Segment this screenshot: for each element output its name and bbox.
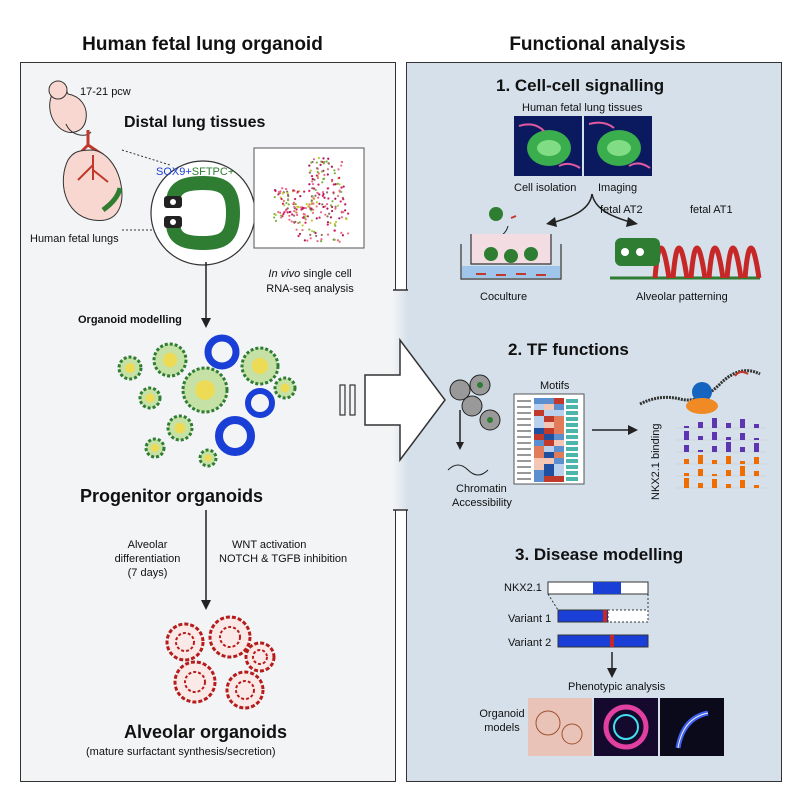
big-arrow-icon — [339, 337, 446, 463]
right-header: Functional analysis — [509, 34, 686, 55]
s3-title: 3. Disease modelling — [515, 545, 684, 564]
distal-title: Distal lung tissues — [124, 114, 266, 131]
dna-tf-icon — [639, 369, 761, 414]
alv-diff-1: Alveolar — [127, 539, 168, 551]
alveolar-title: Alveolar organoids — [124, 722, 288, 742]
s3-phenotypic-label: Phenotypic analysis — [568, 681, 666, 693]
sox9-marker: SOX9+ — [156, 166, 192, 178]
alveolar-organoids-image — [165, 615, 276, 710]
microscopy-images — [514, 116, 652, 176]
rnaseq-label: RNA-seq analysis — [266, 283, 354, 295]
markers-label: SOX9+SFTPC+ — [156, 166, 234, 178]
umap-plot — [253, 147, 365, 249]
s1-isolation-label: Cell isolation — [514, 182, 577, 194]
invivo-rest: single cell — [300, 268, 352, 280]
gene-bars — [547, 581, 649, 648]
organoid-model-images — [528, 698, 724, 756]
arrow-to-binding — [592, 425, 638, 435]
s1-title: 1. Cell-cell signalling — [496, 76, 665, 95]
binding-tracks — [676, 418, 766, 489]
s1-at2-label: fetal AT2 — [600, 204, 643, 216]
organoid-modelling-label: Organoid modelling — [78, 314, 182, 326]
left-header: Human fetal lung organoid — [82, 34, 323, 55]
wnt-label: WNT activation — [232, 539, 307, 551]
s3-gene-label: NKX2.1 — [504, 582, 542, 594]
s2-motifs-label: Motifs — [540, 380, 570, 392]
chromatin-icon — [447, 464, 489, 476]
sftpc-marker: SFTPC+ — [191, 166, 235, 178]
alveolar-sub: (mature surfactant synthesis/secretion) — [86, 746, 276, 758]
s2-binding-label: NKX2.1 binding — [650, 423, 662, 500]
arrow-down-2 — [201, 510, 211, 610]
s1-coculture-label: Coculture — [480, 291, 528, 303]
progenitor-title: Progenitor organoids — [80, 486, 264, 506]
lung-icon — [62, 130, 123, 222]
alveolar-patterning-image — [610, 238, 762, 280]
s1-at1-label: fetal AT1 — [690, 204, 733, 216]
progenitor-organoids-image — [117, 334, 297, 468]
s3-org1-label: Organoid — [479, 708, 525, 720]
arrow-down-1 — [201, 262, 211, 328]
notch-label: NOTCH & TGFB inhibition — [219, 553, 348, 565]
s3-org2-label: models — [484, 722, 520, 734]
alveolus-zoom — [150, 160, 256, 266]
s2-title: 2. TF functions — [508, 340, 629, 359]
age-label: 17-21 pcw — [80, 86, 131, 98]
s1-imaging-label: Imaging — [598, 182, 638, 194]
s3-v1-label: Variant 1 — [508, 613, 552, 625]
alv-diff-2: differentiation — [114, 553, 181, 565]
right-panel — [406, 62, 782, 782]
s3-v2-label: Variant 2 — [508, 637, 552, 649]
branch-arrows — [546, 193, 638, 227]
s1-patterning-label: Alveolar patterning — [636, 291, 728, 303]
alv-diff-3: (7 days) — [127, 567, 168, 579]
s1-tissues-label: Human fetal lung tissues — [522, 102, 643, 114]
s2-chromatin-label: Chromatin — [456, 483, 507, 495]
s2-access-label: Accessibility — [452, 497, 512, 509]
cell-cluster-icon — [449, 374, 501, 450]
coculture-image — [460, 207, 562, 280]
motif-heatmap — [513, 393, 585, 485]
fetal-lungs-label: Human fetal lungs — [30, 233, 119, 245]
invivo-italic: In vivo — [268, 268, 301, 280]
arrow-down-3 — [607, 652, 617, 678]
invivo-label: In vivo single cell — [245, 268, 375, 280]
